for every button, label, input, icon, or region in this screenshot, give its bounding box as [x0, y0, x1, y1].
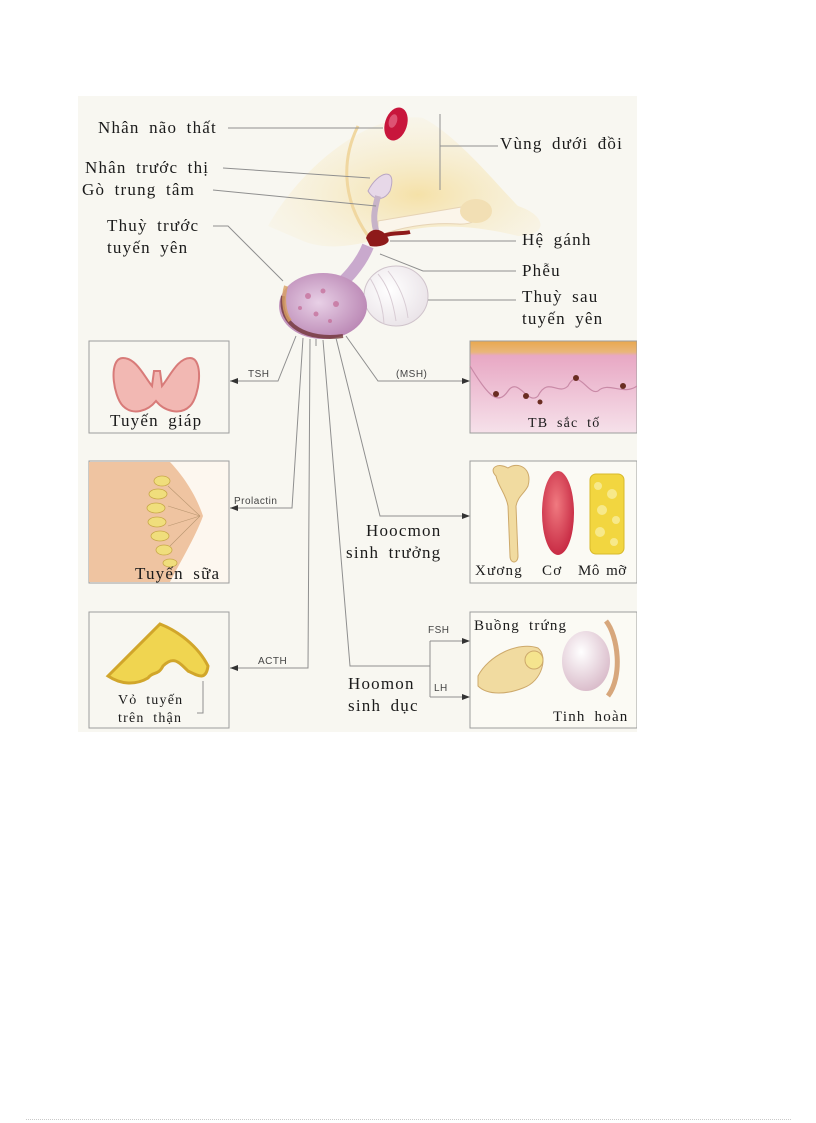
target-panels	[88, 340, 637, 729]
label-supraoptic-nucleus: Nhân trước thị	[85, 158, 210, 177]
hormone-pathways	[230, 335, 468, 698]
target-mammary-gland: Tuyến sữa	[135, 564, 221, 583]
hormone-lh: LH	[434, 683, 448, 694]
target-muscle: Cơ	[542, 563, 563, 579]
pituitary-hormone-diagram: Nhân não thất Nhân trước thị Gò trung tâ…	[78, 96, 637, 732]
target-bone: Xương	[475, 563, 523, 579]
hormone-tsh: TSH	[248, 369, 270, 380]
hormone-growth-1: Hoocmon	[366, 521, 442, 540]
label-median-eminence: Gò trung tâm	[82, 180, 196, 199]
target-testis: Tinh hoàn	[553, 709, 629, 725]
hormone-msh: (MSH)	[396, 369, 428, 380]
hormone-growth-2: sinh trưởng	[346, 543, 442, 562]
target-thyroid: Tuyến giáp	[110, 411, 203, 430]
leader-lines	[212, 114, 516, 301]
target-melanocytes: TB sắc tố	[528, 416, 601, 431]
hormone-gonadotropin-1: Hoomon	[348, 674, 415, 693]
diagram-artwork	[88, 107, 637, 729]
label-paraventricular-nucleus: Nhân não thất	[98, 118, 217, 137]
hormone-fsh: FSH	[428, 625, 450, 636]
hypothalamus-illustration	[268, 107, 541, 247]
label-portal-system: Hệ gánh	[522, 230, 592, 249]
arrowheads	[230, 378, 470, 700]
label-anterior-lobe-2: tuyến yên	[107, 238, 189, 257]
pituitary-illustration	[279, 243, 429, 339]
target-fat: Mô mỡ	[578, 563, 627, 579]
label-infundibulum: Phễu	[522, 261, 561, 280]
label-anterior-lobe-1: Thuỳ trước	[107, 216, 200, 235]
target-adrenal-cortex-2: trên thận	[118, 711, 183, 726]
label-hypothalamus: Vùng dưới đồi	[500, 134, 624, 153]
hormone-prolactin: Prolactin	[234, 496, 278, 507]
hormone-gonadotropin-2: sinh dục	[348, 696, 419, 715]
hormone-acth: ACTH	[258, 656, 288, 667]
label-posterior-lobe-2: tuyến yên	[522, 309, 604, 328]
target-ovary: Buồng trứng	[474, 618, 568, 634]
target-adrenal-cortex-1: Vỏ tuyến	[118, 693, 184, 708]
page-bottom-rule	[26, 1119, 791, 1120]
label-posterior-lobe-1: Thuỳ sau	[522, 287, 599, 306]
